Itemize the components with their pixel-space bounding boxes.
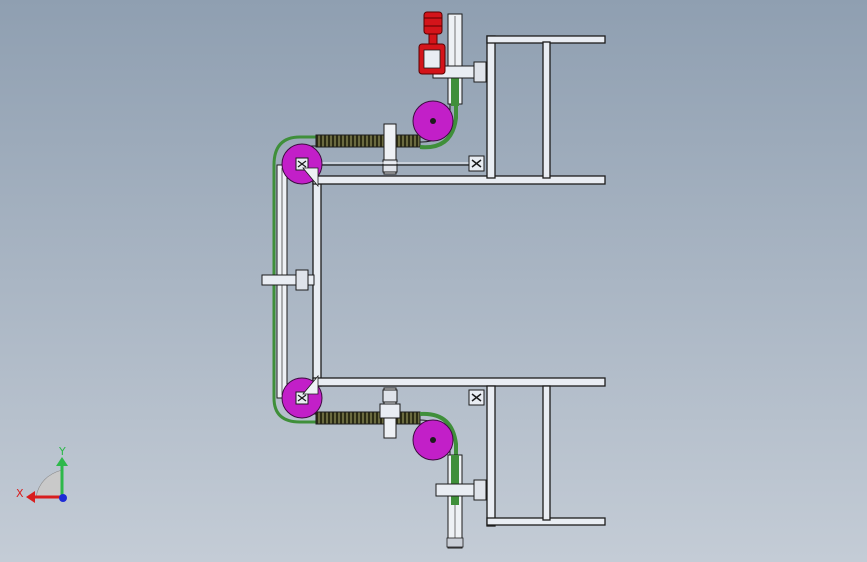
triad-z-axis-dot [59,494,67,502]
upper-motor[interactable] [418,11,446,75]
lower-drive-wheel[interactable] [412,419,454,461]
lower-chain-curve [419,411,458,475]
upper-slide-block[interactable] [382,159,398,173]
upper-transfer-section[interactable] [281,90,485,188]
upper-toothed-belt[interactable] [315,134,421,148]
frame-upper-vertical-post[interactable] [486,35,496,179]
lower-left-corner-wheel[interactable] [281,374,323,419]
upper-drive-wheel[interactable] [412,100,454,142]
lower-transfer-section[interactable] [281,374,485,475]
upper-infeed-assembly[interactable] [418,11,487,106]
upper-bearing-block[interactable] [468,155,485,172]
triad-y-label: Y [58,445,66,458]
triad-y-arrowhead [56,457,68,466]
lower-outfeed-end-cap [446,537,464,548]
lower-toothed-belt[interactable] [315,411,421,425]
upper-infeed-green-chain [451,78,459,106]
frame-lower-cross-post[interactable] [542,385,551,521]
lower-slide-block[interactable] [382,389,398,403]
coordinate-triad: Y X [16,445,68,503]
frame-upper-cross-post[interactable] [542,41,551,179]
frame-top-horizontal-beam[interactable] [312,175,606,185]
upper-motor-coupling[interactable] [473,61,487,83]
lower-outfeed-assembly[interactable] [435,454,487,549]
lower-slide-stem[interactable] [379,403,401,419]
upper-left-corner-wheel[interactable] [281,143,323,188]
upper-chain-curve [419,90,458,150]
triad-x-label: X [16,487,24,500]
machine-frame[interactable] [312,35,606,527]
lower-shaft-coupling[interactable] [473,479,487,501]
frame-bottom-horizontal-beam[interactable] [312,377,606,387]
frame-lower-vertical-post[interactable] [486,385,496,527]
lower-outfeed-green-chain [451,455,459,505]
left-conveyor-crossbar-clamp[interactable] [295,269,309,291]
lower-bearing-block[interactable] [468,389,485,406]
left-conveyor-crossbar[interactable] [261,274,315,286]
triad-x-arrowhead [26,491,35,503]
